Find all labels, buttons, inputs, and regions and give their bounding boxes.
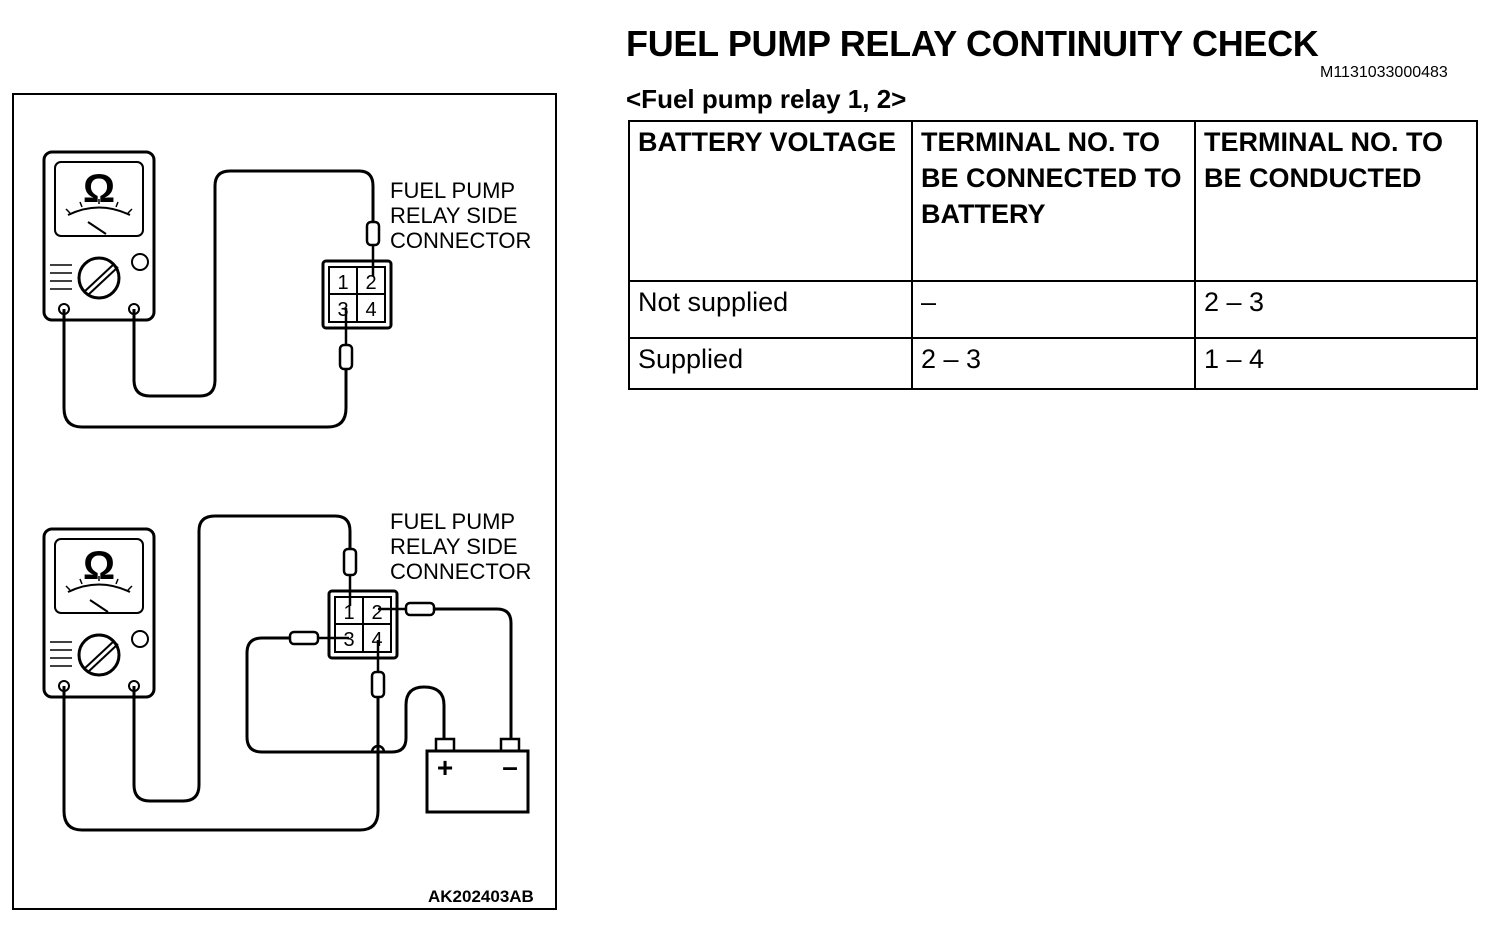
zero-adjust-knob <box>131 630 149 648</box>
connector-label-bottom: FUEL PUMP RELAY SIDE CONNECTOR <box>390 509 531 584</box>
header-battery-voltage: BATTERY VOLTAGE <box>628 120 913 282</box>
battery: + – <box>425 737 530 814</box>
table-row: Supplied 2 – 3 1 – 4 <box>628 337 1478 390</box>
range-dial <box>50 633 121 677</box>
wiring-diagram: Ω 1 2 3 4 FUEL PUMP RELAY SIDE CO <box>42 150 531 832</box>
figure-frame <box>12 93 557 910</box>
page-title: FUEL PUMP RELAY CONTINUITY CHECK <box>626 23 1319 64</box>
connector-label-top: FUEL PUMP RELAY SIDE CONNECTOR <box>390 178 531 253</box>
terminal-3-top: 3 <box>337 299 348 321</box>
battery-positive-sign: + <box>437 752 453 783</box>
figure-id: AK202403AB <box>428 887 534 906</box>
range-dial <box>50 256 121 300</box>
header-terminal-connected: TERMINAL NO. TO BE CONNECTED TO BATTERY <box>911 120 1196 282</box>
terminal-2-bottom: 2 <box>371 602 382 624</box>
terminal-2-top: 2 <box>365 272 376 294</box>
table-cell: 2 – 3 <box>1194 280 1478 339</box>
table-cell: Not supplied <box>628 280 913 339</box>
zero-adjust-knob <box>131 253 149 271</box>
continuity-table: BATTERY VOLTAGE TERMINAL NO. TO BE CONNE… <box>628 120 1478 390</box>
battery-negative-sign: – <box>502 751 518 782</box>
terminal-3-bottom: 3 <box>343 629 354 651</box>
ohmmeter-top: Ω <box>42 150 156 322</box>
document-id: M1131033000483 <box>1320 64 1448 81</box>
terminal-4-top: 4 <box>365 299 376 321</box>
table-header-row: BATTERY VOLTAGE TERMINAL NO. TO BE CONNE… <box>628 120 1478 282</box>
connector-bottom: 1 2 3 4 <box>327 589 399 660</box>
table-cell: 1 – 4 <box>1194 337 1478 390</box>
table-cell: Supplied <box>628 337 913 390</box>
ohm-symbol: Ω <box>83 167 115 211</box>
probe-leads-bottom <box>62 514 386 832</box>
header-terminal-conducted: TERMINAL NO. TO BE CONDUCTED <box>1194 120 1478 282</box>
probe-leads-top <box>62 169 381 429</box>
table-cell: 2 – 3 <box>911 337 1196 390</box>
connector-top: 1 2 3 4 <box>321 259 393 330</box>
ohmmeter-bottom: Ω <box>42 527 156 699</box>
battery-leads <box>245 601 513 754</box>
table-cell: – <box>911 280 1196 339</box>
ohm-symbol: Ω <box>83 544 115 588</box>
terminal-1-bottom: 1 <box>343 602 354 624</box>
terminal-1-top: 1 <box>337 272 348 294</box>
table-row: Not supplied – 2 – 3 <box>628 280 1478 339</box>
section-subtitle: <Fuel pump relay 1, 2> <box>626 84 907 114</box>
